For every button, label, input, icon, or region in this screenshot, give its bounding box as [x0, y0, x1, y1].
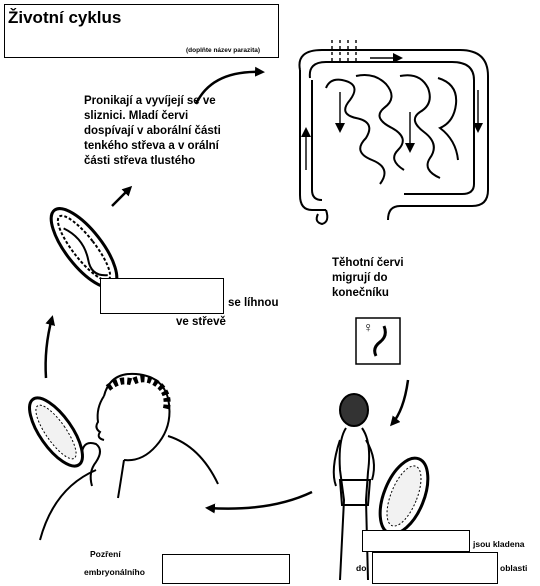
label-penetrate: Pronikají a vyvíjejí se ve sliznici. Mla… — [84, 94, 221, 169]
arrow-egg-to-upper — [46, 318, 52, 378]
female-symbol: ♀ — [363, 319, 374, 335]
blank-laid-1[interactable] — [362, 530, 470, 552]
label-laid-2: do — [356, 562, 366, 574]
arrow-to-mouth — [208, 492, 312, 509]
label-hatch-2: ve střevě — [176, 315, 226, 330]
label-ingest-1: Pozření — [90, 548, 121, 560]
egg-lower-left — [20, 390, 92, 474]
label-laid-1: jsou kladena — [473, 538, 525, 550]
intestine-illustration — [299, 50, 488, 224]
label-hatch-1: se líhnou — [228, 296, 278, 311]
egg-near-child — [370, 451, 437, 540]
arrow-egg-to-penetrate — [112, 188, 130, 206]
standing-boy-illustration — [334, 394, 374, 580]
arrow-to-rectum — [392, 380, 408, 424]
blank-hatch[interactable] — [100, 278, 224, 314]
blank-laid-2[interactable] — [372, 552, 498, 584]
label-ingest-2: embryonálního — [84, 566, 145, 578]
blank-ingest[interactable] — [162, 554, 290, 584]
label-migrate: Těhotní červi migrují do konečníku — [332, 256, 404, 301]
label-laid-3: oblasti — [500, 562, 527, 574]
